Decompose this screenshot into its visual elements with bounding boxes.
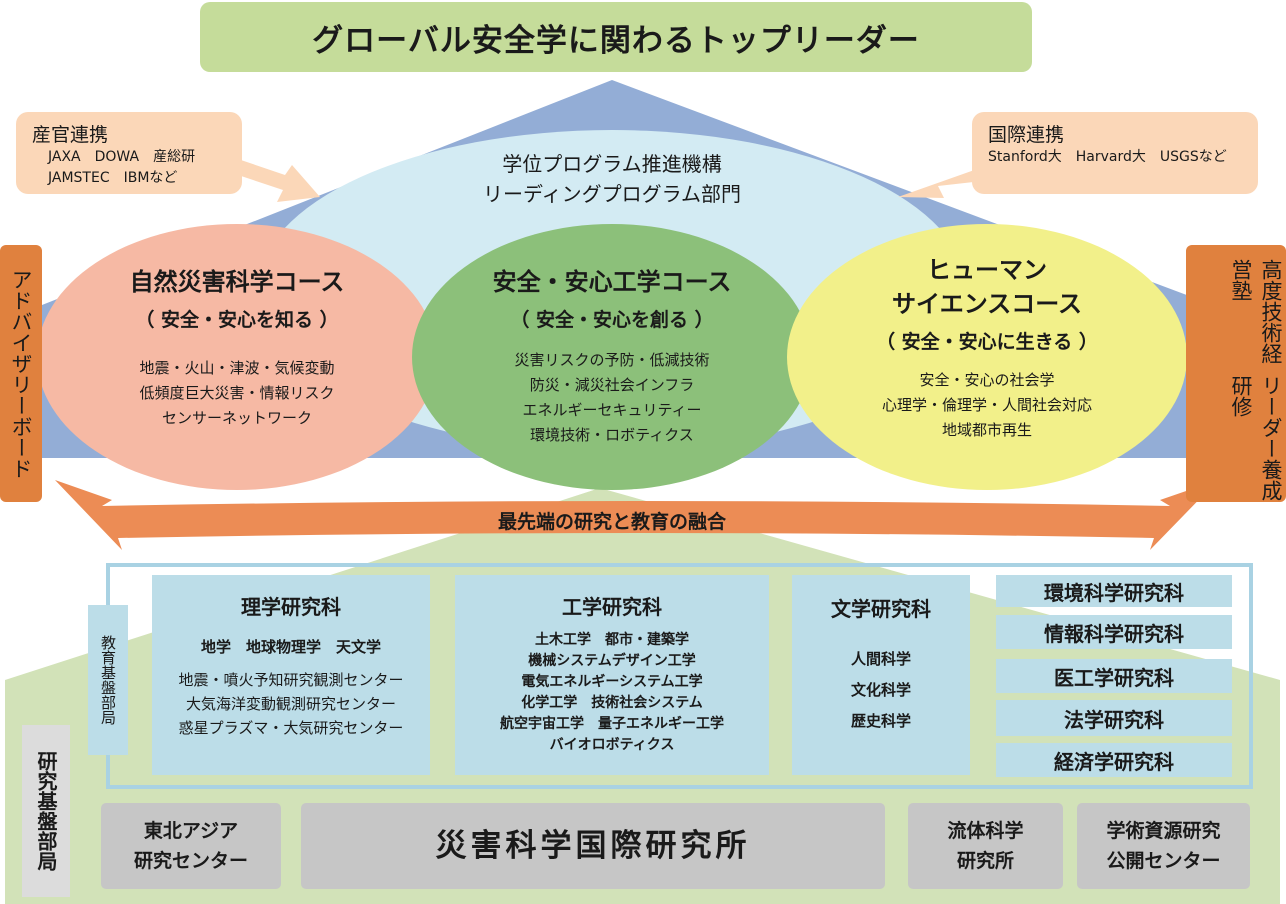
organization-division: リーディングプログラム部門 xyxy=(483,182,741,206)
science-fields: 地学 地球物理学 天文学 xyxy=(200,638,381,656)
course-engineering-ellipse xyxy=(412,224,812,490)
fusion-arrow xyxy=(55,480,1218,550)
grad-school-engineering: 工学研究科 土木工学 都市・建築学 機械システムデザイン工学 電気エネルギーシス… xyxy=(455,575,769,775)
grad-school-information: 情報科学研究科 xyxy=(996,615,1232,649)
grad-school-environment: 環境科学研究科 xyxy=(996,575,1232,607)
tech-management-label: 高度技術経営塾 xyxy=(1229,259,1283,364)
international-callout: 国際連携 Stanford大 Harvard大 USGSなど xyxy=(972,112,1258,194)
department: 航空宇宙工学 量子エネルギー工学 xyxy=(500,716,724,732)
research-center: 地震・噴火予知研究観測センター xyxy=(178,671,404,689)
page-title: グローバル安全学に関わるトップリーダー xyxy=(312,22,920,59)
department: 歴史科学 xyxy=(850,712,911,730)
course-title-line1: ヒューマン xyxy=(927,256,1047,284)
organization-name: 学位プログラム推進機構 xyxy=(502,152,722,176)
course-item: 地域都市再生 xyxy=(941,421,1032,439)
course-safety-engineering: 安全・安心工学コース （ 安全・安心を創る ） 災害リスクの予防・低減技術 防災… xyxy=(437,265,787,448)
industry-title: 産官連携 xyxy=(32,124,109,146)
international-partners: Stanford大 Harvard大 USGSなど xyxy=(988,149,1227,165)
course-subtitle: （ 安全・安心を知る ） xyxy=(135,309,339,331)
leader-training-label: リーダー養成研修 xyxy=(1229,374,1283,501)
course-item: 防災・減災社会インフラ xyxy=(529,376,695,394)
page-title-banner: グローバル安全学に関わるトップリーダー xyxy=(200,2,1032,72)
institute-name-line2: 研究センター xyxy=(133,850,248,872)
course-item: 環境技術・ロボティクス xyxy=(530,426,694,444)
advisory-board-label: アドバイザリーボード xyxy=(9,268,33,479)
institute-fluid-science: 流体科学 研究所 xyxy=(908,803,1063,889)
course-item: 低頻度巨大災害・情報リスク xyxy=(139,384,335,402)
course-item: 心理学・倫理学・人間社会対応 xyxy=(881,396,1092,414)
grad-school-biomedical: 医工学研究科 xyxy=(996,659,1232,693)
department: 電気エネルギーシステム工学 xyxy=(521,674,703,690)
research-center: 惑星プラズマ・大気研究センター xyxy=(178,719,404,737)
grad-school-law: 法学研究科 xyxy=(996,700,1232,736)
grad-school-economics: 経済学研究科 xyxy=(996,743,1232,777)
institute-archives: 学術資源研究 公開センター xyxy=(1077,803,1250,889)
course-title: 自然災害科学コース xyxy=(129,268,345,296)
department: 土木工学 都市・建築学 xyxy=(535,632,689,648)
department: 文化科学 xyxy=(850,681,911,699)
department: 人間科学 xyxy=(850,650,911,668)
grad-school-title: 理学研究科 xyxy=(241,595,341,619)
course-natural-disaster: 自然災害科学コース （ 安全・安心を知る ） 地震・火山・津波・気候変動 低頻度… xyxy=(62,265,412,431)
institute-name-line1: 東北アジア xyxy=(143,820,239,842)
fusion-label: 最先端の研究と教育の融合 xyxy=(497,510,726,533)
institute-name-line2: 研究所 xyxy=(956,850,1014,872)
course-subtitle: （ 安全・安心に生きる ） xyxy=(876,331,1098,353)
institute-name-line2: 公開センター xyxy=(1106,850,1221,872)
course-item: エネルギーセキュリティー xyxy=(522,401,702,419)
grad-school-letters: 文学研究科 人間科学 文化科学 歴史科学 xyxy=(792,575,970,775)
course-item: 地震・火山・津波・気候変動 xyxy=(139,359,335,377)
arrow-industry xyxy=(232,158,320,202)
department: バイオロボティクス xyxy=(549,737,675,753)
institute-name-line1: 学術資源研究 xyxy=(1106,820,1221,842)
department: 機械システムデザイン工学 xyxy=(528,653,696,669)
industry-callout: 産官連携 JAXA DOWA 産総研 JAMSTEC IBMなど xyxy=(16,112,242,194)
industry-partners-1: JAXA DOWA 産総研 xyxy=(48,149,196,165)
course-title-line2: サイエンスコース xyxy=(891,290,1083,318)
grad-school-science: 理学研究科 地学 地球物理学 天文学 地震・噴火予知研究観測センター 大気海洋変… xyxy=(152,575,430,775)
course-item: 災害リスクの予防・低減技術 xyxy=(514,351,710,369)
institute-ne-asia: 東北アジア 研究センター xyxy=(101,803,281,889)
course-subtitle: （ 安全・安心を創る ） xyxy=(510,309,714,331)
course-natural-ellipse xyxy=(37,224,437,490)
research-base-label: 研究基盤部局 xyxy=(34,751,58,871)
international-title: 国際連携 xyxy=(988,124,1065,146)
institute-irides: 災害科学国際研究所 xyxy=(301,803,885,889)
course-item: センサーネットワーク xyxy=(161,409,312,427)
advisory-board-bar: アドバイザリーボード xyxy=(0,245,42,502)
course-title: 安全・安心工学コース xyxy=(492,268,732,296)
organization-label: 学位プログラム推進機構 リーディングプログラム部門 xyxy=(412,148,812,210)
department: 化学工学 技術社会システム xyxy=(521,695,703,711)
research-label-bg xyxy=(22,725,70,897)
industry-partners-2: JAMSTEC IBMなど xyxy=(48,170,178,186)
leader-school-bar: リーダー養成研修 高度技術経営塾 xyxy=(1186,245,1286,502)
course-human-science: ヒューマン サイエンスコース （ 安全・安心に生きる ） 安全・安心の社会学 心… xyxy=(812,253,1162,443)
institute-name-line1: 流体科学 xyxy=(947,820,1024,842)
course-item: 安全・安心の社会学 xyxy=(919,371,1055,389)
course-human-ellipse xyxy=(787,224,1187,490)
grad-school-title: 工学研究科 xyxy=(562,595,662,619)
research-center: 大気海洋変動観測研究センター xyxy=(185,695,396,713)
grad-school-title: 文学研究科 xyxy=(831,597,931,621)
education-base-label: 教育基盤部局 xyxy=(88,605,128,755)
